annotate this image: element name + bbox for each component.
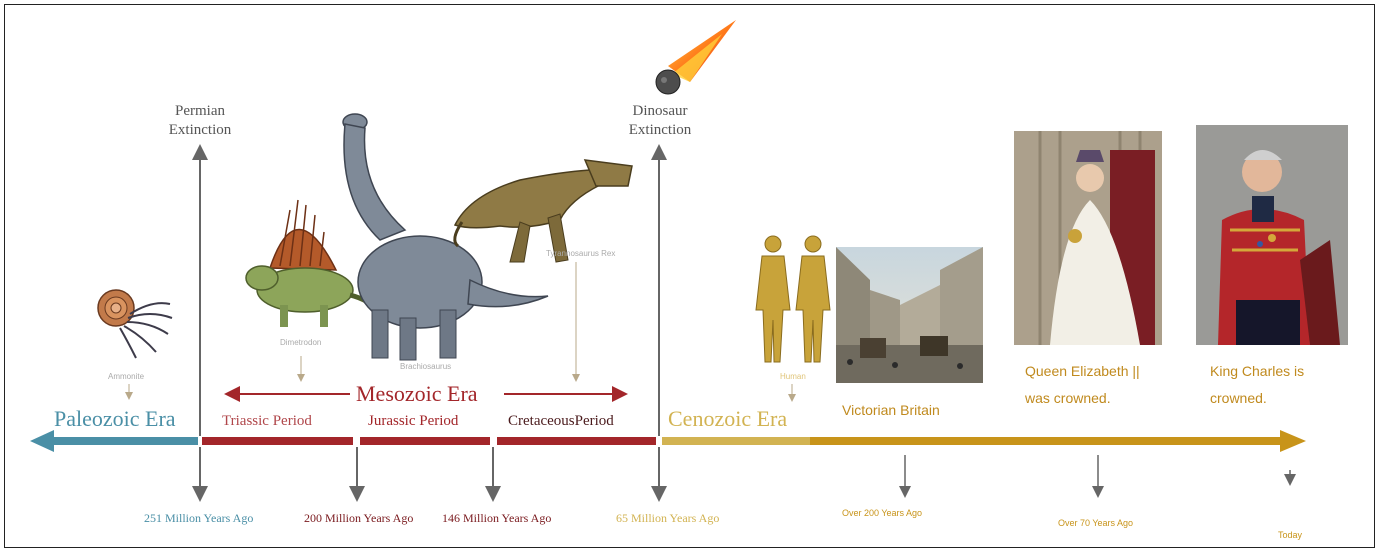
paleozoic-bar — [30, 430, 198, 452]
jurassic-bar — [360, 437, 490, 445]
triassic-bar — [202, 437, 353, 445]
modern-bar — [810, 430, 1306, 452]
queen-caption: Queen Elizabeth || was crowned. — [1025, 358, 1140, 412]
permian-line1: Permian — [150, 104, 250, 119]
king-portrait — [1196, 125, 1348, 345]
paleozoic-era-label: Paleozoic Era — [54, 408, 176, 430]
date-over70: Over 70 Years Ago — [1058, 519, 1133, 528]
date-200: 200 Million Years Ago — [304, 512, 413, 524]
cenozoic-era-label: Cenozoic Era — [668, 408, 787, 430]
date-251: 251 Million Years Ago — [144, 512, 253, 524]
cretaceous-period-label: CretaceousPeriod — [508, 414, 614, 429]
mesozoic-era-label: Mesozoic Era — [356, 383, 478, 405]
date-146: 146 Million Years Ago — [442, 512, 551, 524]
king-caption-line1: King Charles is — [1210, 358, 1304, 385]
permian-line2: Extinction — [150, 123, 250, 138]
king-caption: King Charles is crowned. — [1210, 358, 1304, 412]
brachiosaurus-label: Brachiosaurus — [400, 363, 451, 371]
ammonite-label: Ammonite — [108, 373, 144, 381]
triassic-period-label: Triassic Period — [222, 414, 312, 429]
queen-caption-line1: Queen Elizabeth || — [1025, 358, 1140, 385]
queen-portrait — [1014, 131, 1162, 345]
meteor-illustration — [656, 20, 736, 94]
cretaceous-bar — [497, 437, 656, 445]
date-65: 65 Million Years Ago — [616, 512, 719, 524]
trex-illustration — [455, 160, 632, 262]
cenozoic-bar — [662, 437, 812, 445]
ammonite-illustration — [98, 290, 172, 358]
victorian-britain-label: Victorian Britain — [842, 403, 940, 417]
human-silhouettes — [756, 236, 830, 362]
dinosaur-line1: Dinosaur — [610, 104, 710, 119]
dimetrodon-illustration — [246, 200, 378, 327]
dimetrodon-label: Dimetrodon — [280, 339, 321, 347]
dinosaur-extinction-label: Dinosaur Extinction — [610, 104, 710, 138]
trex-label: Tyrannosaurus Rex — [546, 250, 615, 258]
date-today: Today — [1278, 531, 1302, 540]
human-label: Human — [780, 373, 806, 381]
jurassic-period-label: Jurassic Period — [368, 414, 458, 429]
king-caption-line2: crowned. — [1210, 385, 1304, 412]
date-over200: Over 200 Years Ago — [842, 509, 922, 518]
dinosaur-line2: Extinction — [610, 123, 710, 138]
queen-caption-line2: was crowned. — [1025, 385, 1140, 412]
victorian-image — [836, 247, 983, 383]
permian-extinction-label: Permian Extinction — [150, 104, 250, 138]
